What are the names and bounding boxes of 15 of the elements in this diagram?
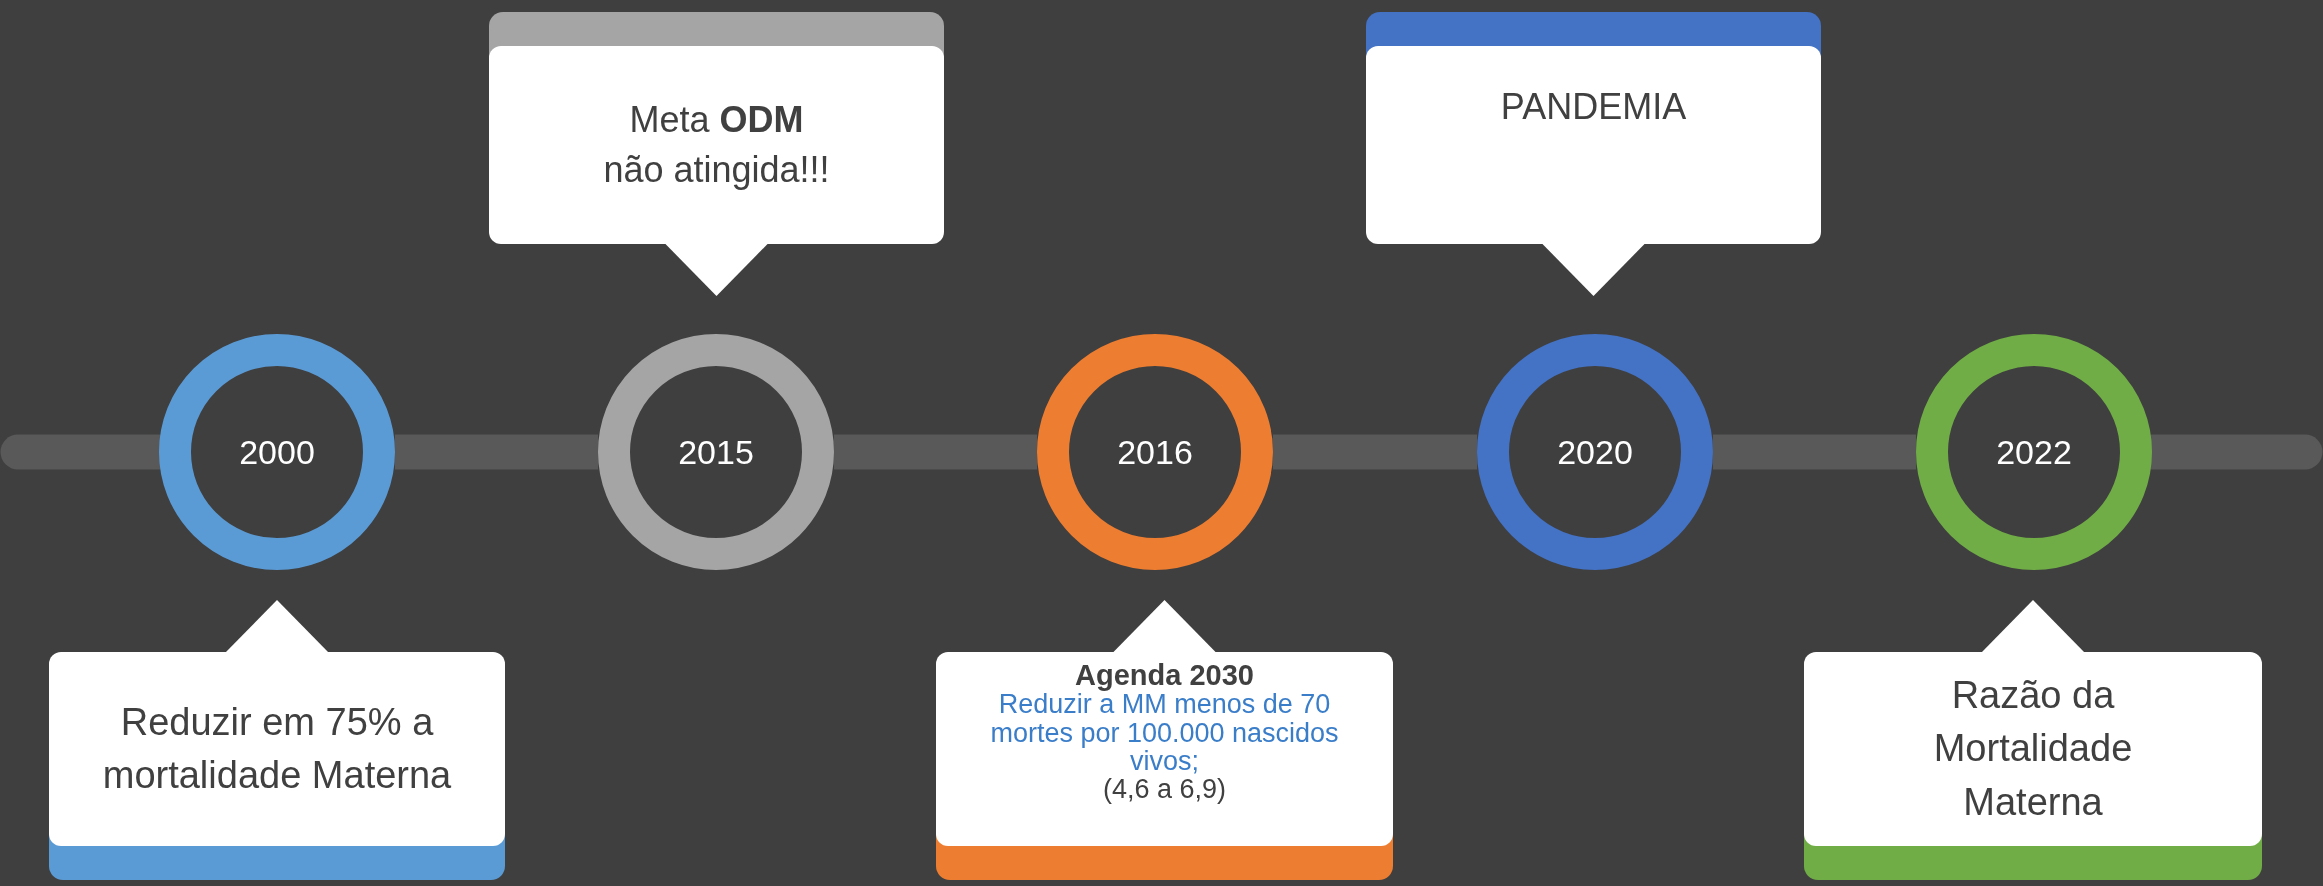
- year-label: 2020: [1557, 432, 1633, 472]
- callout-text: Agenda 2030: [1075, 660, 1254, 691]
- callout-text: PANDEMIA: [1500, 85, 1687, 129]
- year-label: 2016: [1117, 432, 1193, 472]
- year-label: 2022: [1996, 432, 2072, 472]
- timeline-segment: [1713, 434, 1916, 470]
- callout-text: Meta ODM não atingida!!!: [602, 97, 831, 192]
- callout-text: (4,6 a 6,9): [1102, 775, 1227, 804]
- callout-text: Reduzir em 75% a mortalidade Materna: [101, 699, 453, 798]
- year-label: 2015: [678, 432, 754, 472]
- callout-text: Reduzir a MM menos de 70 mortes por 100.000 nascidos vivos;: [989, 690, 1340, 776]
- timeline-segment: [834, 434, 1037, 470]
- timeline-segment: [395, 434, 598, 470]
- year-label: 2000: [239, 432, 315, 472]
- callout-text: Razão da Mortalidade Materna: [1932, 673, 2134, 825]
